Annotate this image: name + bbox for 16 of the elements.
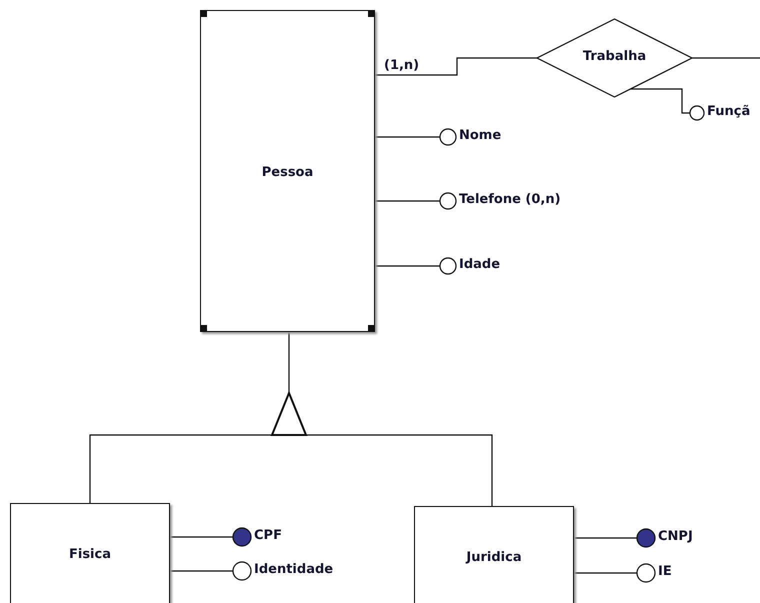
entity-box [10, 503, 170, 603]
attribute-name: CNPJ [658, 529, 693, 544]
entity-box [414, 506, 574, 603]
attribute-name: Funçã [707, 104, 750, 119]
entity-name: Fisica [68, 547, 112, 562]
entity-box [200, 10, 375, 332]
attribute-name: Idade [459, 257, 500, 272]
attribute-name: Nome [459, 128, 502, 143]
attribute-name: IE [658, 564, 672, 579]
attribute-name: Telefone (0,n) [459, 192, 561, 207]
attribute-name: Identidade [254, 562, 334, 577]
entity-name: Pessoa [260, 165, 314, 180]
cardinality-label: (1,n) [384, 58, 420, 73]
attribute-name: CPF [254, 528, 282, 543]
entity-name: Juridica [464, 550, 523, 565]
relationship-name: Trabalha [582, 49, 648, 64]
